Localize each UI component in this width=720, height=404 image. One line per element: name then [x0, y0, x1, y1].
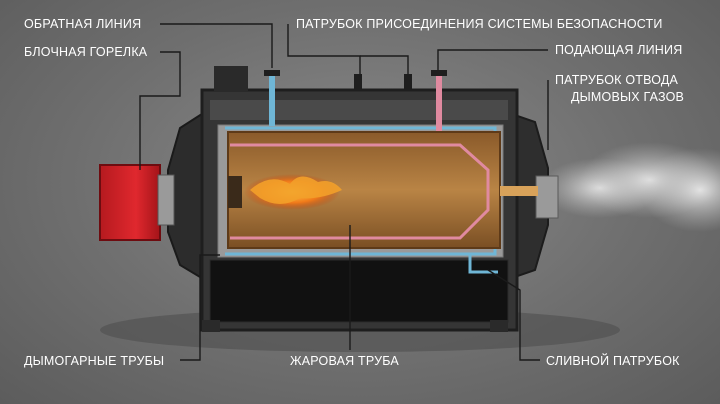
drain-pipe [468, 254, 498, 274]
label-drain-nozzle: СЛИВНОЙ ПАТРУБОК [546, 354, 680, 368]
flame [244, 174, 342, 210]
label-safety-nozzle: ПАТРУБОК ПРИСОЕДИНЕНИЯ СИСТЕМЫ БЕЗОПАСНО… [296, 17, 663, 31]
smoke-plume [540, 142, 720, 232]
burner [99, 164, 175, 241]
label-flue-nozzle-line2: ДЫМОВЫХ ГАЗОВ [571, 90, 685, 104]
supply-line-pipe [431, 70, 447, 131]
label-flame-tube: ЖАРОВАЯ ТРУБА [290, 354, 399, 368]
label-block-burner: БЛОЧНАЯ ГОРЕЛКА [24, 45, 148, 59]
label-return-line: ОБРАТНАЯ ЛИНИЯ [24, 17, 142, 31]
label-flue-nozzle-line1: ПАТРУБОК ОТВОДА [555, 73, 679, 87]
return-line-pipe [264, 70, 280, 126]
leader-lines [139, 23, 549, 361]
safety-nozzles [354, 74, 412, 90]
label-supply-line: ПОДАЮЩАЯ ЛИНИЯ [555, 43, 683, 57]
label-fire-tubes: ДЫМОГАРНЫЕ ТРУБЫ [24, 354, 165, 368]
